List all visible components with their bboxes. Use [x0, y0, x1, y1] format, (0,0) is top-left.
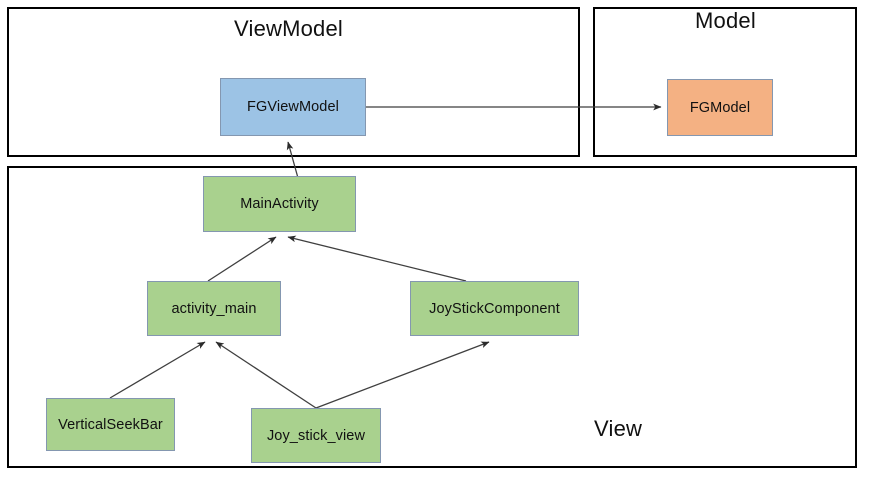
- node-verticalseekbar[interactable]: VerticalSeekBar: [46, 398, 175, 451]
- node-fgviewmodel[interactable]: FGViewModel: [220, 78, 366, 136]
- node-mainactivity[interactable]: MainActivity: [203, 176, 356, 232]
- node-joy-stick-view[interactable]: Joy_stick_view: [251, 408, 381, 463]
- node-fgmodel[interactable]: FGModel: [667, 79, 773, 136]
- panel-title-view: View: [594, 416, 643, 441]
- node-joystickcomponent[interactable]: JoyStickComponent: [410, 281, 579, 336]
- node-activity-main[interactable]: activity_main: [147, 281, 281, 336]
- panel-title-viewmodel: ViewModel: [234, 16, 344, 41]
- panel-title-model: Model: [695, 8, 756, 33]
